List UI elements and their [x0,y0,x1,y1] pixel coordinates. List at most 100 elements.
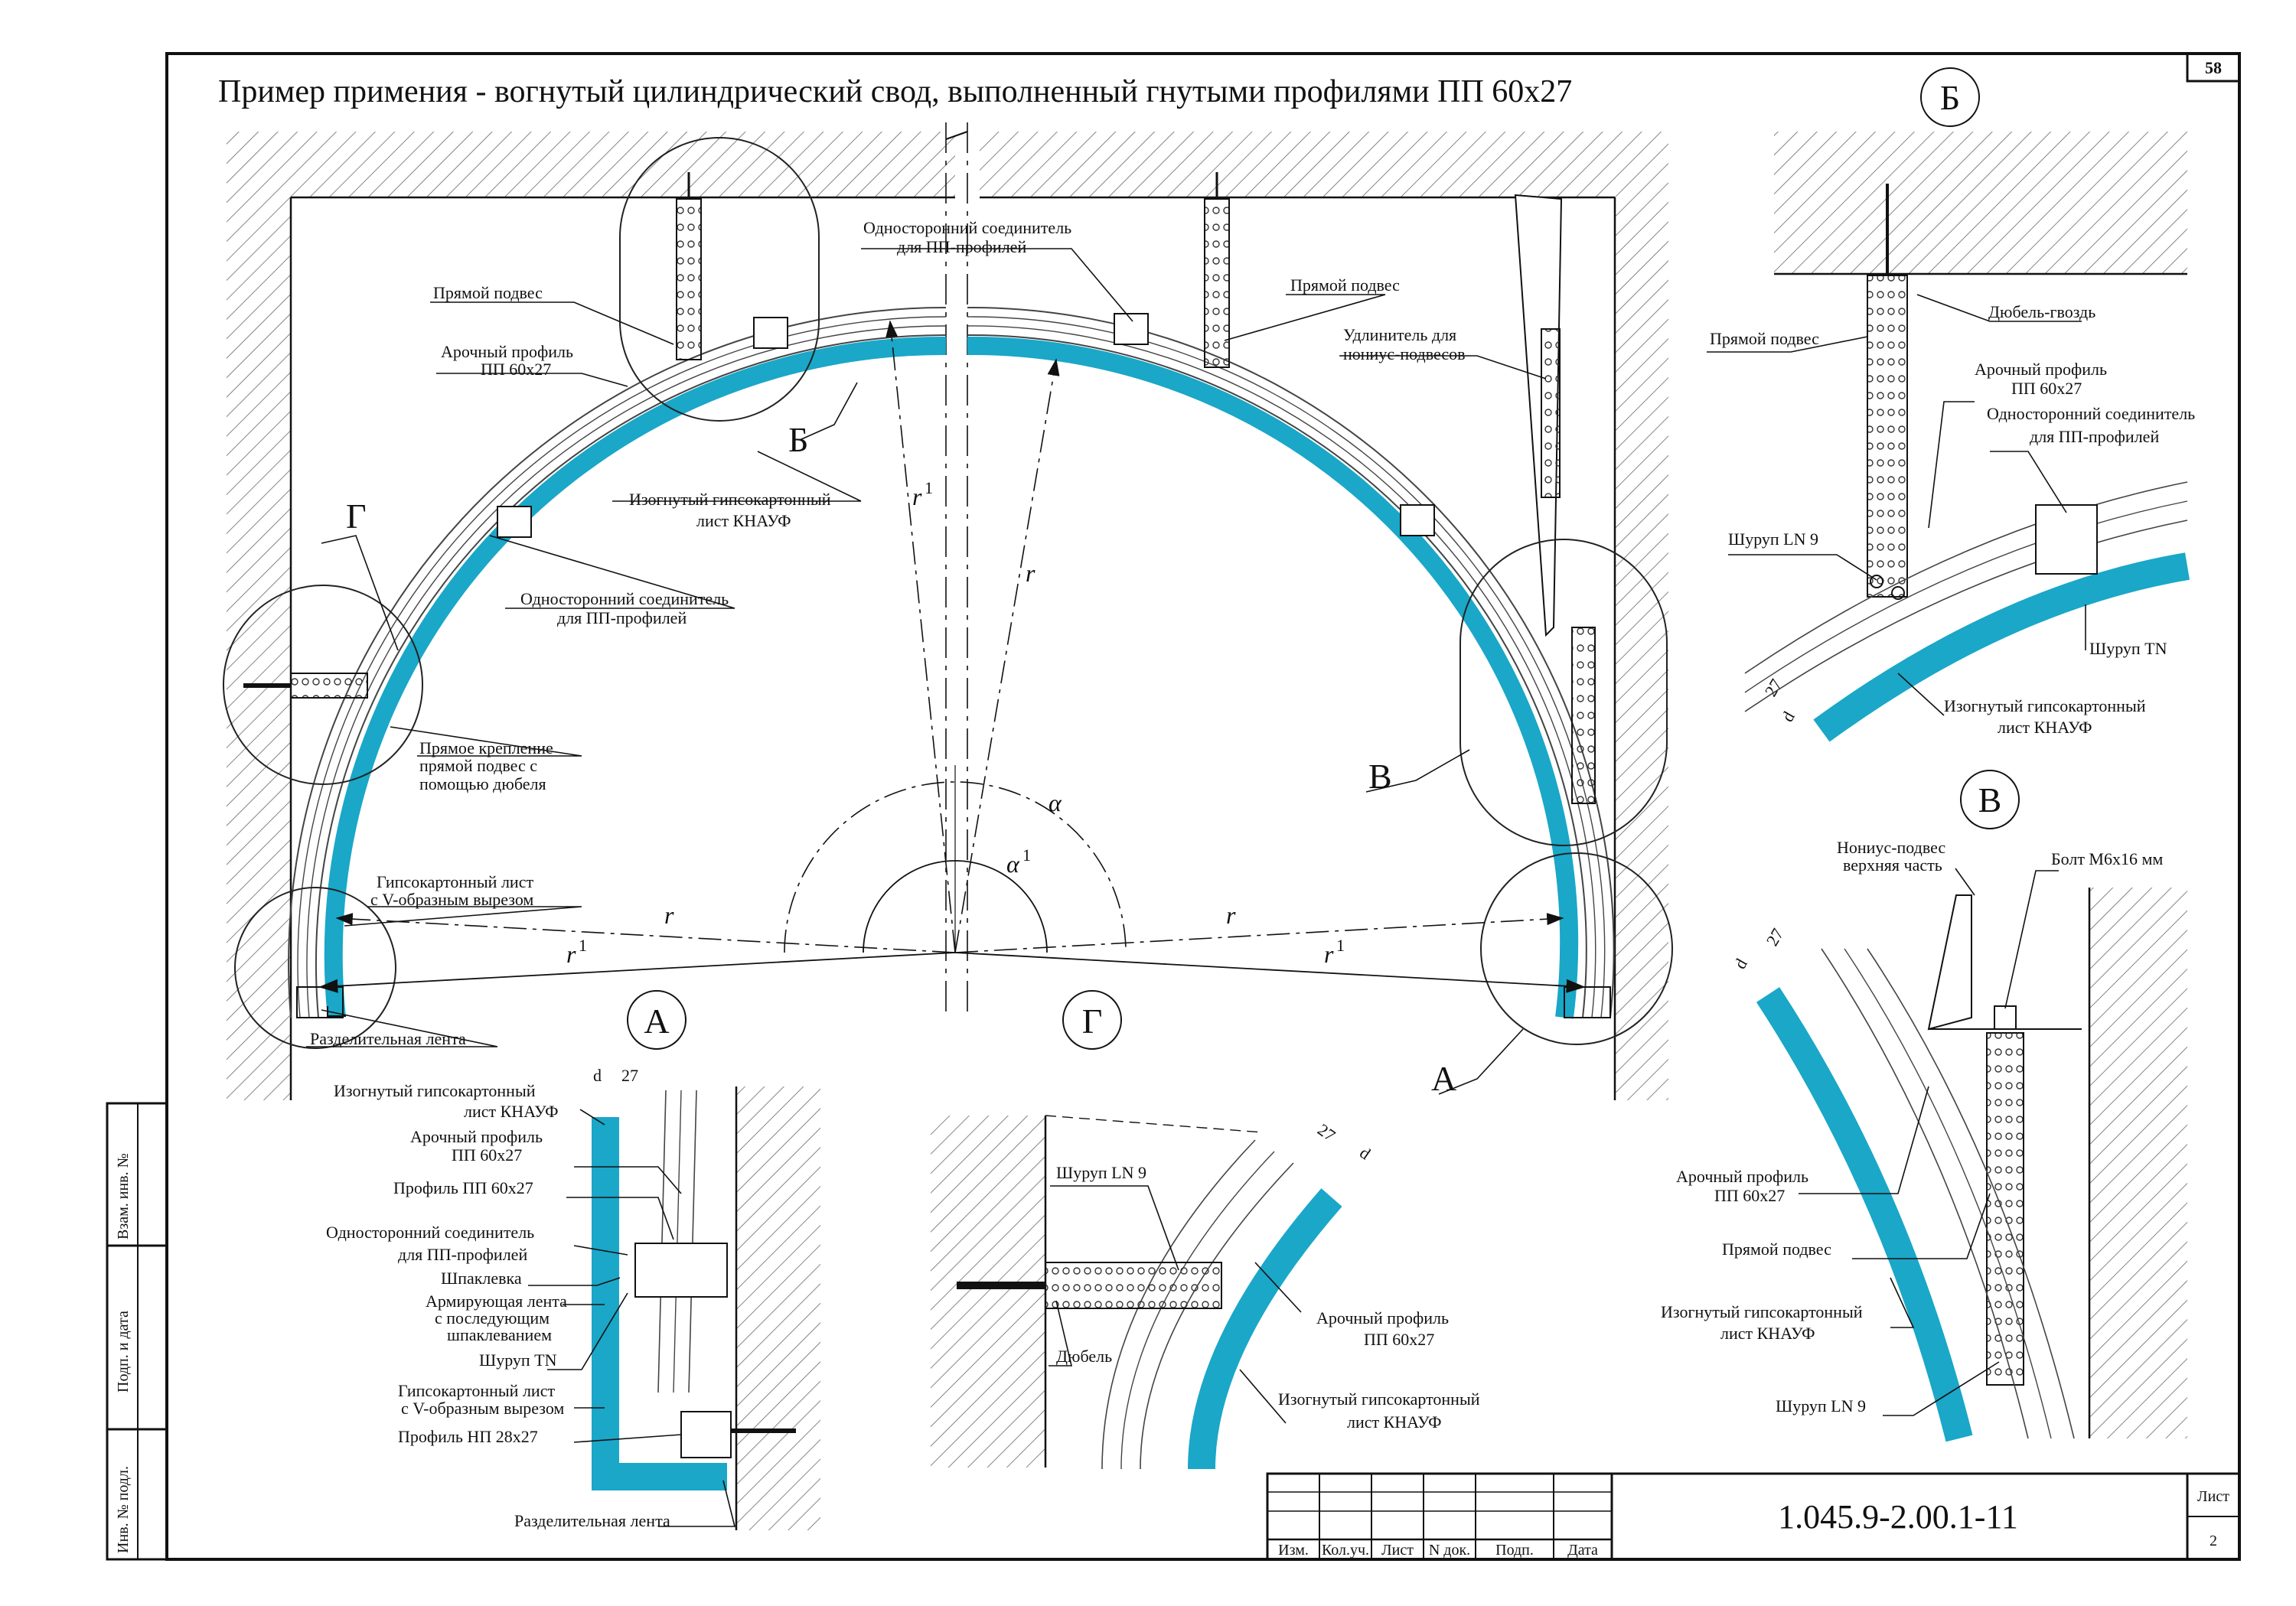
detail-g-hanger [1045,1262,1222,1309]
label-extender-1: Удлинитель для [1343,325,1456,344]
detail-a-tape-3: шпаклеванием [447,1325,552,1344]
detail-a-dim-27: 27 [621,1066,638,1085]
section-a-marker [627,990,687,1050]
callout-b-outline [619,137,820,422]
detail-a-arch-1: Арочный профиль [410,1127,543,1146]
symbol-alpha1: α [1006,850,1020,878]
detail-a-tape-2: с последующим [435,1308,550,1327]
section-g-marker [1062,990,1122,1050]
detail-a-putty: Шпаклевка [441,1269,522,1288]
wall-right [1615,197,1668,1100]
detail-b: Б Дюбель-гвоздь Прямой подвес Арочный пр… [1707,67,2195,742]
detail-v: В Нониус-подвес верхняя часть Болт М6х16… [1661,770,2187,1442]
detail-v-screw: Шуруп LN 9 [1776,1396,1866,1415]
detail-a-conn-2: для ПП-профилей [398,1245,527,1264]
label-pryamoy-podves-left: Прямой подвес [433,283,543,302]
detail-g-sheet-1: Изогнутый гипсокартонный [1278,1389,1480,1409]
label-connector-mid-1: Односторонний соединитель [520,589,729,608]
label-arch-profile-1: Арочный профиль [441,342,573,361]
arch-profile-left [288,306,947,1018]
detail-v-dim-d: d [1730,955,1751,972]
detail-g-dowel-label: Дюбель [1056,1347,1112,1366]
symbol-alpha: α [1049,789,1062,816]
title-block: Изм. Кол.уч. Лист N док. Подп. Дата 1.04… [1266,1472,2241,1561]
hanger-left-side [243,673,368,699]
page-number-box [2186,52,2241,83]
connector-1 [753,317,788,349]
hanger-right-top [1204,172,1230,368]
callout-a-letter: А [1431,1059,1456,1098]
tb-document-code: 1.045.9-2.00.1-11 [1778,1498,2018,1536]
detail-g-arch-1: Арочный профиль [1316,1308,1449,1327]
detail-v-arch-2: ПП 60х27 [1714,1186,1785,1205]
svg-text:1: 1 [579,936,587,955]
detail-a-vcut-1: Гипсокартонный лист [398,1381,555,1400]
detail-g-dim-27: 27 [1314,1120,1339,1145]
detail-v-arch-1: Арочный профиль [1676,1167,1808,1186]
callout-g-letter: Г [346,497,367,536]
label-direct-mount-2: прямой подвес с [419,756,537,775]
detail-a-connector [634,1243,728,1298]
symbol-r1-right: r [1324,940,1334,968]
detail-a-vcut-2: с V-образным вырезом [401,1399,564,1418]
detail-b-sheet-1: Изогнутый гипсокартонный [1944,696,2146,715]
tb-sheet-label: Лист [2197,1488,2229,1505]
svg-text:1: 1 [1022,845,1031,865]
ceiling-slab-left [227,132,955,197]
detail-v-nonius-2: верхняя часть [1843,855,1942,875]
svg-text:Г: Г [1082,1002,1103,1041]
tb-col-izm: Изм. [1278,1542,1309,1559]
detail-v-board [1756,987,1973,1442]
svg-text:1: 1 [925,478,933,497]
label-bent-sheet-1: Изогнутый гипсокартонный [629,490,831,509]
tb-col-podp: Подп. [1495,1542,1534,1559]
tb-col-data: Дата [1567,1542,1598,1559]
tb-col-list: Лист [1381,1542,1414,1559]
label-arch-profile-2: ПП 60х27 [481,360,551,379]
label-vcut-2: с V-образным вырезом [370,890,533,909]
detail-b-marker: Б [1940,78,1960,117]
detail-v-hanger [1986,1032,2024,1386]
page-title: Пример примения - вогнутый цилиндрически… [218,74,1572,109]
symbol-r-left: r [664,901,674,929]
label-connector-mid-2: для ПП-профилей [557,608,687,627]
detail-b-conn-2: для ПП-профилей [2030,427,2159,446]
detail-a-sep: Разделительная лента [514,1511,670,1530]
detail-g-arch-2: ПП 60х27 [1364,1330,1434,1349]
detail-a-conn-1: Односторонний соединитель [326,1223,534,1242]
label-connector-top-1: Односторонний соединитель [863,218,1071,237]
detail-g-dim-d: d [1356,1143,1374,1164]
label-bent-sheet-2: лист КНАУФ [696,511,791,530]
detail-b-sheet-2: лист КНАУФ [1998,718,2092,737]
callout-a-left-outline [234,887,396,1049]
detail-a-np-profile [680,1411,732,1458]
detail-v-nonius-1: Нониус-подвес [1837,838,1945,857]
detail-v-marker: В [1978,780,2002,819]
detail-a-pp: Профиль ПП 60х27 [393,1178,533,1197]
detail-v-bolt: Болт М6х16 мм [2051,849,2163,868]
svg-text:1: 1 [1336,936,1345,955]
detail-b-dim-d: d [1778,708,1799,725]
detail-g: Шуруп LN 9 Арочный профиль ПП 60х27 Дюбе… [931,1115,1480,1470]
symbol-r-right: r [1226,901,1236,929]
stamp-inv: Инв. № подл. [115,1466,132,1553]
detail-a-screw: Шуруп TN [479,1350,557,1370]
tb-col-kolуch: Кол.уч. [1322,1542,1369,1559]
label-connector-top-2: для ПП-профилей [897,237,1026,256]
frame-border [165,52,2241,1561]
stamp-vzam: Взам. инв. № [115,1153,132,1240]
page-number: 58 [2205,58,2222,77]
detail-a-sheet-1: Изогнутый гипсокартонный [334,1081,536,1100]
detail-v-nonius-top [1927,894,1972,1031]
detail-b-podves: Прямой подвес [1710,329,1819,348]
symbol-r-mid: r [1026,559,1035,587]
label-direct-mount-1: Прямое крепление [419,738,553,757]
detail-a-arch-2: ПП 60х27 [452,1145,522,1165]
connector-2 [1114,313,1149,345]
label-direct-mount-3: помощью дюбеля [419,774,546,793]
detail-b-screw-ln9: Шуруп LN 9 [1728,529,1818,549]
gypsum-board-right [967,336,1579,1019]
detail-b-conn-1: Односторонний соединитель [1987,404,2195,423]
label-vcut-1: Гипсокартонный лист [377,872,533,891]
